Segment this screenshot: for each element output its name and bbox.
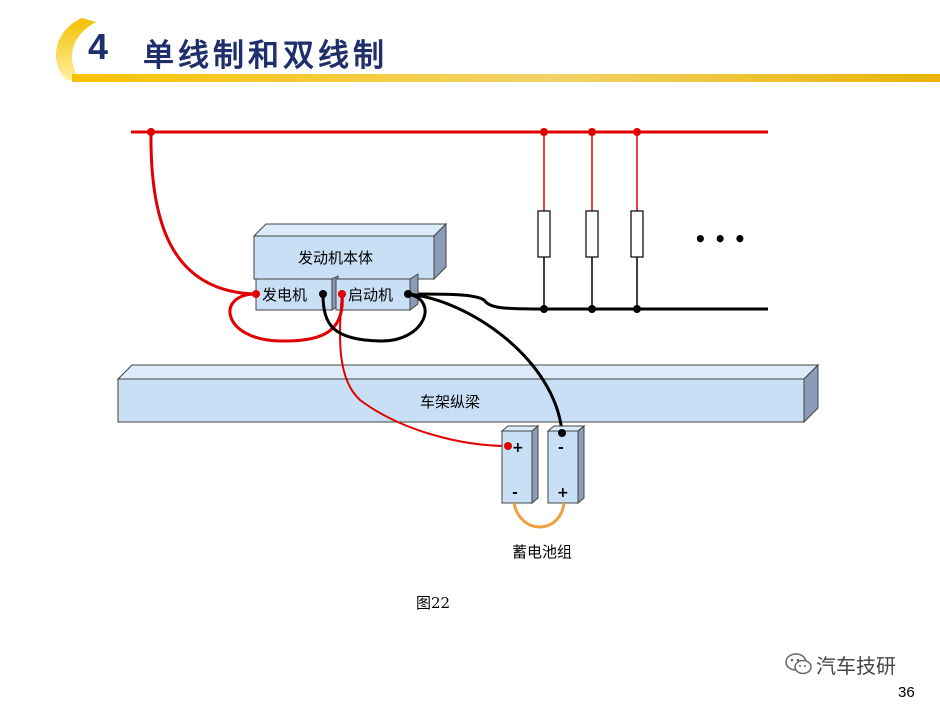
wechat-icon <box>785 653 812 675</box>
frame-beam: 车架纵梁 <box>116 363 820 424</box>
load-resistors <box>537 132 644 309</box>
battery-negative-terminal-dot <box>558 429 566 437</box>
header-bar <box>72 74 940 82</box>
battery-2: - + <box>546 424 586 505</box>
battery-link-wire <box>512 502 566 529</box>
generator-ground-terminal-dot <box>319 290 327 298</box>
generator-terminal-dot <box>252 290 260 298</box>
battery-pack-label: 蓄电池组 <box>512 543 572 561</box>
header-decoration <box>56 18 940 82</box>
battery-1: + - <box>500 424 540 505</box>
battery-negative-wire <box>407 292 564 433</box>
starter-positive-terminal-dot <box>338 290 346 298</box>
junction-dot <box>588 305 596 313</box>
load-resistor <box>630 210 644 258</box>
header-swoosh <box>56 18 96 80</box>
engine-body-label: 发动机本体 <box>298 249 373 267</box>
battery-positive-wire <box>338 293 509 447</box>
slide-title: 单线制和双线制 <box>143 38 388 74</box>
page-number: 36 <box>898 684 915 701</box>
starter: 启动机 <box>335 273 419 311</box>
load-resistor <box>537 210 551 258</box>
battery-1-top-sign: + <box>512 440 524 456</box>
battery-2-top-sign: - <box>558 440 564 456</box>
junction-dot <box>633 305 641 313</box>
figure-caption: 图22 <box>416 594 451 612</box>
load-resistor <box>585 210 599 258</box>
battery-1-bottom-sign: - <box>512 485 518 501</box>
engine-body: 发动机本体 <box>252 222 448 281</box>
frame-label: 车架纵梁 <box>420 393 480 411</box>
generator-loop-wire <box>228 292 344 343</box>
starter-label: 启动机 <box>348 286 393 304</box>
battery-positive-terminal-dot <box>504 442 512 450</box>
generator-positive-wire <box>149 131 257 296</box>
generator-ground-wire <box>321 292 427 343</box>
generator-label: 发电机 <box>262 286 307 304</box>
junction-dot <box>540 305 548 313</box>
ground-bus-line <box>407 292 768 311</box>
starter-ground-terminal-dot <box>404 290 412 298</box>
slide-number-heading: 4 <box>88 26 109 67</box>
battery-2-bottom-sign: + <box>557 485 569 501</box>
more-loads-ellipsis: • • • <box>694 227 746 251</box>
watermark-text: 汽车技研 <box>816 654 896 678</box>
